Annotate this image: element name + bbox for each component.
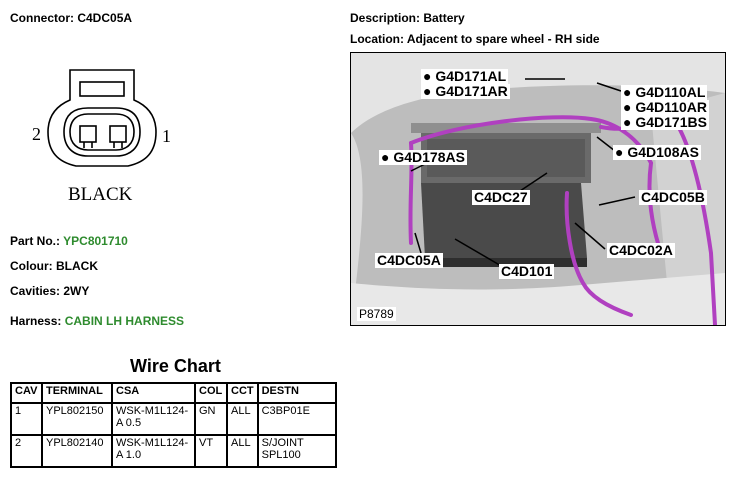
header-cav: CAV [10,382,43,404]
cavities-label: Cavities: [10,284,61,298]
description-label: Description: [350,11,421,25]
harness-label: Harness: [10,314,62,328]
part-no-value: YPC801710 [63,234,128,248]
callout-g4d171ar: ● G4D171AR [421,83,510,99]
connector-heading: Connector: C4DC05A [10,11,132,25]
cell-destn: C3BP01E [256,402,337,436]
callout-c4dc05b: C4DC05B [639,190,707,205]
wire-chart-header-row: CAV TERMINAL CSA COL CCT DESTN [10,382,337,404]
callout-c4dc05a-text: C4DC05A [377,252,441,268]
callout-c4dc05b-text: C4DC05B [641,189,705,205]
header-cct: CCT [226,382,259,404]
pin-2-label: 2 [32,124,41,144]
connector-face-diagram: 2 1 BLACK [32,69,171,205]
callout-g4d108as: ● G4D108AS [613,144,701,160]
table-row: 1 YPL802150 WSK-M1L124-A 0.5 GN ALL C3BP… [10,402,337,436]
connector-colour-caption: BLACK [68,184,133,205]
location-label: Location: [350,32,404,46]
colour-label: Colour: [10,259,53,273]
cell-csa: WSK-M1L124-A 0.5 [111,402,196,436]
callout-g4d171al: ● G4D171AL [421,68,509,84]
cell-terminal: YPL802150 [41,402,113,436]
callout-g4d171bs: ● G4D171BS [621,114,709,130]
photo-id: P8789 [357,307,396,321]
header-csa: CSA [111,382,196,404]
connector-id: C4DC05A [77,11,133,25]
cell-col: VT [194,434,228,468]
cell-cav: 2 [10,434,43,468]
callout-c4dc05a: C4DC05A [375,253,443,268]
callout-g4d178as: ● G4D178AS [379,149,467,165]
colour-value: BLACK [56,259,98,273]
cell-destn: S/JOINT SPL100 [256,434,337,468]
callout-g4d110al: ● G4D110AL [621,84,708,100]
callout-g4d171al-text: G4D171AL [435,68,507,84]
colour-line: Colour: BLACK [10,259,98,273]
cell-terminal: YPL802140 [41,434,113,468]
callout-g4d171ar-text: G4D171AR [435,83,508,99]
harness-line: Harness: CABIN LH HARNESS [10,314,184,328]
cell-cct: ALL [226,402,259,436]
wire-chart-table: CAV TERMINAL CSA COL CCT DESTN 1 YPL8021… [10,382,337,468]
callout-c4dc02a-text: C4DC02A [609,242,673,258]
part-no-label: Part No.: [10,234,61,248]
callout-g4d110ar-text: G4D110AR [635,99,707,115]
cell-cav: 1 [10,402,43,436]
table-row: 2 YPL802140 WSK-M1L124-A 1.0 VT ALL S/JO… [10,434,337,468]
callout-c4d101-text: C4D101 [501,263,553,279]
callout-g4d171bs-text: G4D171BS [635,114,707,130]
header-destn: DESTN [256,382,337,404]
location-photo: ● G4D171AL ● G4D171AR ● G4D110AL ● G4D11… [350,52,726,326]
pin-1-label: 1 [162,126,171,146]
callout-g4d110al-text: G4D110AL [635,84,706,100]
callout-c4dc27: C4DC27 [472,190,530,205]
cell-col: GN [194,402,228,436]
description-line: Description: Battery [350,11,465,25]
callout-c4d101: C4D101 [499,263,555,279]
connector-label: Connector: [10,11,74,25]
header-terminal: TERMINAL [41,382,113,404]
cavities-line: Cavities: 2WY [10,284,89,298]
cavities-value: 2WY [63,284,90,298]
callout-c4dc27-text: C4DC27 [474,189,528,205]
location-value: Adjacent to spare wheel - RH side [406,32,600,46]
description-value: Battery [423,11,465,25]
callout-g4d110ar: ● G4D110AR [621,99,709,115]
wire-chart-title: Wire Chart [130,356,221,376]
cell-cct: ALL [226,434,259,468]
callout-c4dc02a: C4DC02A [607,243,675,258]
location-line: Location: Adjacent to spare wheel - RH s… [350,32,600,46]
callout-g4d178as-text: G4D178AS [393,149,465,165]
callout-g4d108as-text: G4D108AS [627,144,699,160]
part-no-line: Part No.: YPC801710 [10,234,128,248]
harness-value: CABIN LH HARNESS [64,314,185,328]
header-col: COL [194,382,228,404]
cell-csa: WSK-M1L124-A 1.0 [111,434,196,468]
